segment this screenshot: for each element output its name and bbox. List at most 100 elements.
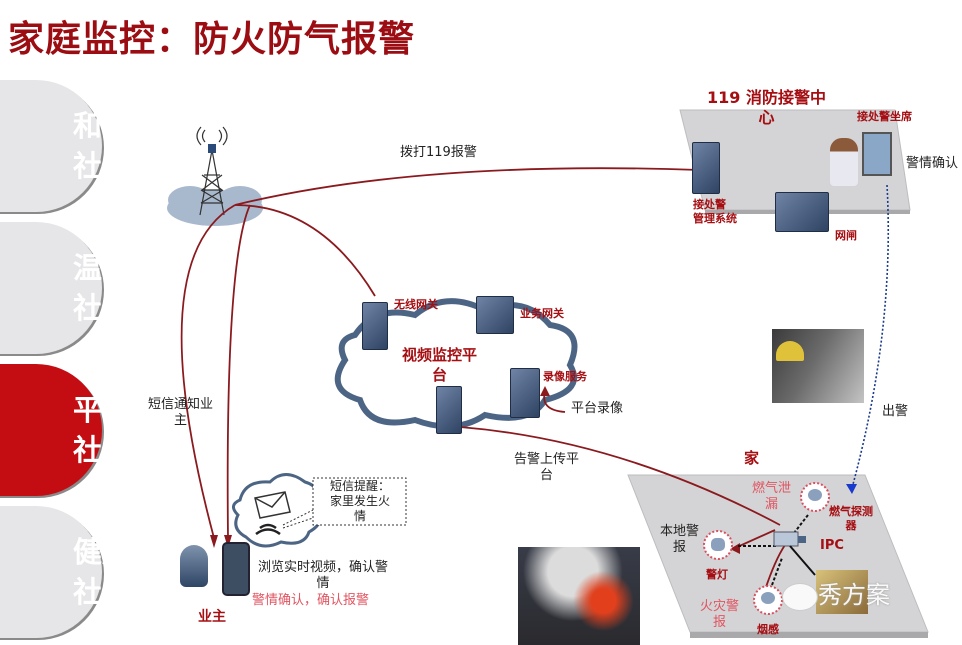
gas-detector-line1: 燃气探测 xyxy=(829,505,873,518)
local-alarm-label: 本地警 报 xyxy=(660,524,699,556)
video-platform-title-line2: 台 xyxy=(432,366,448,384)
arrow-gas-to-ipc xyxy=(793,514,809,534)
sidebar-tab-safety[interactable]: 平安社区 xyxy=(0,364,131,496)
sms-notify-label: 短信通知业 主 xyxy=(148,397,213,429)
fire-alarm-line1: 火灾警 xyxy=(700,599,740,614)
browse-line2: 情 xyxy=(316,576,330,591)
tab-label: 和谐 xyxy=(72,109,131,143)
service-gateway-label: 业务网关 xyxy=(520,307,564,320)
mobile-phone-icon xyxy=(222,542,250,596)
mgmt-system-label: 接处警 管理系统 xyxy=(693,198,737,226)
tab-label: 社区 xyxy=(72,149,131,183)
smoke-sensor-label: 烟感 xyxy=(757,623,779,636)
gas-detector-icon xyxy=(800,482,830,512)
home-title: 家 xyxy=(744,449,760,467)
building-fire-photo xyxy=(518,547,640,645)
arrowhead xyxy=(846,484,857,494)
tab-label: 社区 xyxy=(72,291,131,325)
service-gateway-icon xyxy=(476,296,514,334)
sms-callout-box xyxy=(312,477,407,526)
fire-center-title: 119 消防接警中 心 xyxy=(707,88,826,128)
ipc-label: IPC xyxy=(820,538,844,553)
gas-detector-line2: 器 xyxy=(845,519,857,532)
alarm-light-label: 警灯 xyxy=(706,568,728,581)
fire-thumbnail-photo xyxy=(816,570,868,614)
sidebar-tab-warmth[interactable]: 温情社区 xyxy=(0,222,131,354)
fire-alarm-line2: 报 xyxy=(713,615,727,630)
gas-leak-label: 燃气泄 漏 xyxy=(752,481,791,513)
watermark-text: 秀方案 xyxy=(818,581,890,609)
tab-label: 社区 xyxy=(72,433,131,467)
fire-alarm-label: 火灾警 报 xyxy=(700,599,739,631)
wireless-gateway-label: 无线网关 xyxy=(394,298,438,311)
dispatch-label: 出警 xyxy=(882,404,909,419)
user-avatar-icon xyxy=(180,545,208,587)
fire-center-title-line1: 119 消防接警中 xyxy=(707,88,826,107)
local-alarm-line2: 报 xyxy=(673,540,687,555)
arrow-ipc-to-light xyxy=(734,529,776,549)
video-platform-title-line1: 视频监控平 xyxy=(402,346,478,364)
arrowhead xyxy=(224,535,232,548)
sms-line1: 短信提醒： xyxy=(329,479,390,493)
recording-label: 录像服务 xyxy=(543,370,587,383)
tab-label: 温情 xyxy=(72,251,131,285)
sms-line3: 情 xyxy=(353,509,366,523)
envelope-icon xyxy=(254,491,291,519)
dial-119-label: 拨打119报警 xyxy=(400,145,477,160)
mgmt-system-server-icon xyxy=(692,142,720,194)
arrowhead xyxy=(730,543,740,554)
arrow-dispatch xyxy=(851,184,890,489)
gateway-label: 网闸 xyxy=(835,229,857,242)
monitor-icon xyxy=(862,132,892,176)
seat-label: 接处警坐席 xyxy=(857,110,912,123)
upload-line2: 台 xyxy=(540,468,554,483)
tab-label: 平安 xyxy=(72,393,131,427)
arrow-sms-notify-2 xyxy=(226,204,251,539)
firefighter-photo xyxy=(772,329,864,403)
ipc-camera-icon xyxy=(773,531,816,576)
tab-label: 社区 xyxy=(72,575,131,609)
home-platform-edge xyxy=(690,632,928,638)
mgmt-line1: 接处警 xyxy=(693,198,726,211)
sidebar-tab-health[interactable]: 健康社区 xyxy=(0,506,131,638)
gas-leak-line1: 燃气泄 xyxy=(752,481,792,496)
video-platform-title: 视频监控平 台 xyxy=(402,345,477,385)
arrowhead xyxy=(540,386,550,396)
signal-icon xyxy=(255,523,281,536)
confirm-report-label: 警情确认，确认报警 xyxy=(252,593,370,608)
tab-label: 健康 xyxy=(72,535,131,569)
sms-line2: 家里发生火 xyxy=(329,494,390,508)
fire-center-title-line2: 心 xyxy=(758,108,775,127)
arrow-tower-to-gateway xyxy=(234,204,376,297)
page-title: 家庭监控：防火防气报警 xyxy=(8,19,416,60)
arrow-sms-notify-1 xyxy=(180,204,236,539)
recording-server-icon xyxy=(510,368,540,418)
owner-label: 业主 xyxy=(198,609,226,625)
local-alarm-line1: 本地警 xyxy=(660,524,700,539)
tower-cloud-icon xyxy=(167,186,263,226)
operator-icon xyxy=(830,138,858,186)
arrow-upload-platform xyxy=(459,426,781,526)
browse-video-label: 浏览实时视频，确认警 情 xyxy=(258,560,388,592)
gateway-firewall-icon xyxy=(775,192,829,232)
alarm-light-icon xyxy=(703,530,733,560)
gas-leak-line2: 漏 xyxy=(765,497,779,512)
browse-line1: 浏览实时视频，确认警 xyxy=(258,560,389,575)
wechat-icon xyxy=(782,583,818,611)
sms-notify-line1: 短信通知业 xyxy=(148,397,214,412)
wireless-gateway-icon xyxy=(362,302,388,350)
confirm-alarm-label: 警情确认 xyxy=(906,156,959,171)
arrowhead xyxy=(210,535,218,548)
sms-notify-line2: 主 xyxy=(174,413,188,428)
mgmt-line2: 管理系统 xyxy=(693,212,737,225)
gas-detector-label: 燃气探测 器 xyxy=(829,505,873,533)
platform-switch-icon xyxy=(436,386,462,434)
smoke-sensor-icon xyxy=(753,585,783,615)
arrow-dial-119 xyxy=(234,167,701,206)
cell-tower-icon xyxy=(196,126,228,216)
sms-callout-text: 短信提醒： 家里发生火 情 xyxy=(314,479,406,524)
sidebar-tab-harmony[interactable]: 和谐社区 xyxy=(0,80,131,212)
upload-line1: 告警上传平 xyxy=(514,452,580,467)
upload-platform-label: 告警上传平 台 xyxy=(514,452,579,484)
platform-recording-label: 平台录像 xyxy=(571,401,624,416)
